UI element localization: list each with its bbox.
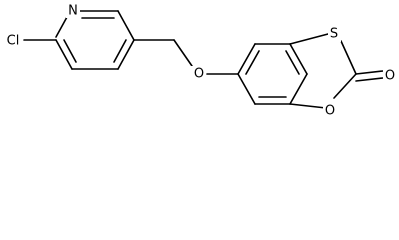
bond-s-c — [340, 40, 357, 75]
bond-c-o-ring — [333, 73, 357, 99]
atom-label-o-ether: O — [194, 67, 204, 82]
bond-ar6-ar1 — [237, 73, 256, 105]
bond-c6-c5 — [117, 10, 135, 41]
bond-ar3-ar4 — [289, 43, 308, 75]
bond-ar1-ar2-inner — [245, 50, 260, 75]
bond-c2-n — [55, 16, 68, 38]
bond-ar1-ar2 — [237, 43, 256, 75]
atom-label-o-ring: O — [325, 104, 335, 119]
bond-c5-c4-inner — [113, 39, 127, 63]
bond-c-o-carbonyl — [355, 70, 384, 75]
bond-c5-c4 — [117, 39, 135, 70]
atom-label-cl: Cl — [7, 34, 20, 49]
bond-c3-c2 — [55, 39, 73, 70]
atom-label-s: S — [330, 27, 338, 42]
molecule-structure-diagram: N Cl O S O O — [6, 3, 396, 119]
bond-ch2-o — [173, 39, 193, 67]
atom-label-n: N — [68, 4, 78, 19]
bond-ar3-s — [289, 33, 329, 45]
bond-ar4-ar5 — [289, 73, 308, 105]
bond-ar3-ar4-inner — [285, 50, 300, 75]
bond-c3-c2-inner — [63, 39, 77, 63]
atom-label-o-carbonyl: O — [385, 69, 395, 84]
bond-c-o-carbonyl-2 — [355, 77, 384, 82]
bond-o-ring-ar5 — [289, 103, 327, 109]
